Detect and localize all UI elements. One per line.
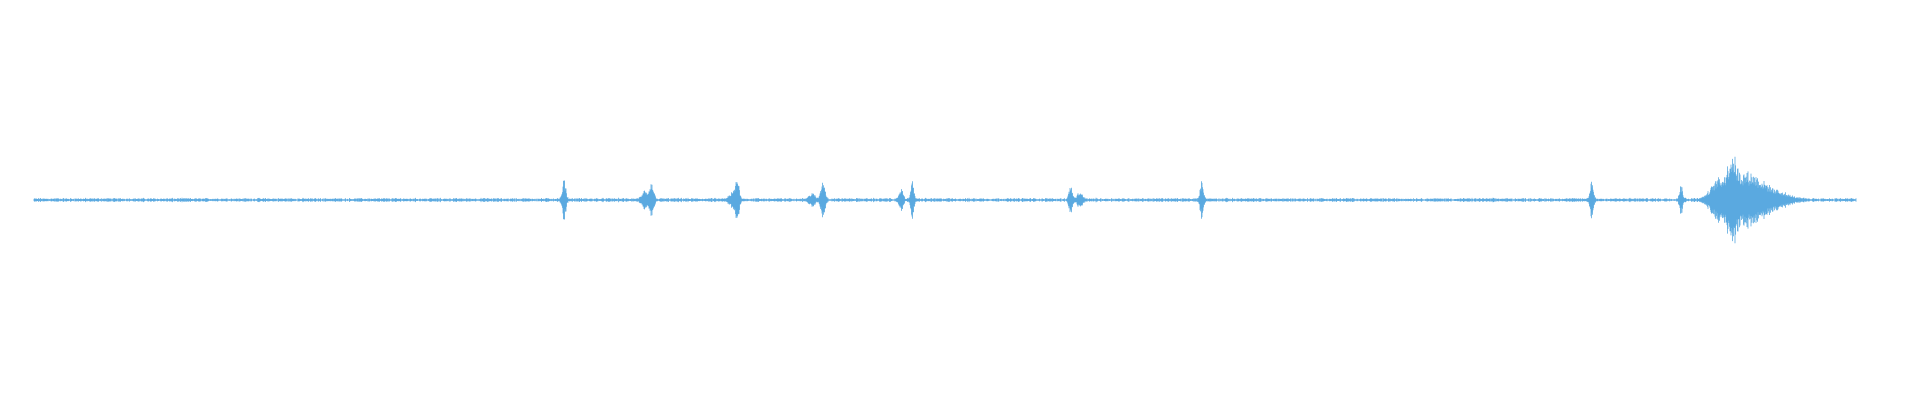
waveform-trace	[33, 156, 1857, 244]
